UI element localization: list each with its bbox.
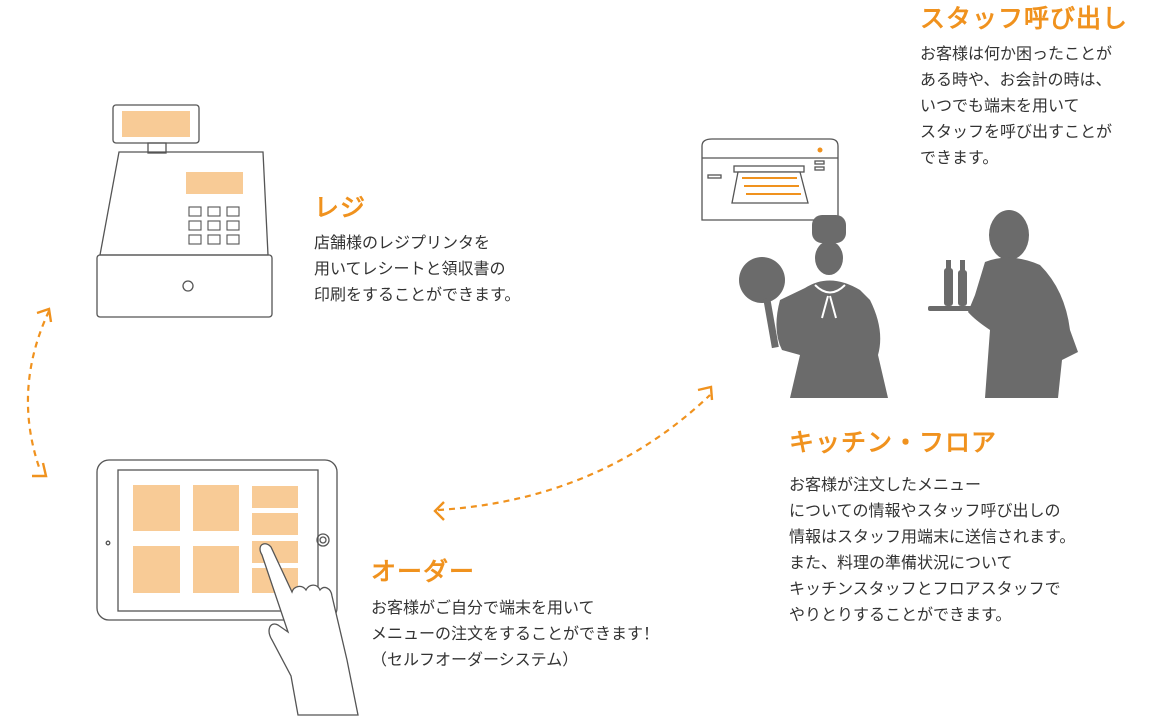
staff-call-line: できます。 xyxy=(920,148,999,167)
kitchen-floor-title: キッチン・フロア xyxy=(789,428,998,457)
staff-call-line: いつでも端末を用いて xyxy=(920,96,1080,115)
staff-call-line: お客様は何か困ったことが xyxy=(920,44,1113,63)
arrow-order-kitchen xyxy=(437,394,711,512)
chef-scarf xyxy=(814,284,846,319)
staff-call-title: スタッフ呼び出し xyxy=(920,4,1129,33)
register-line: 印刷をすることができます。 xyxy=(314,285,521,304)
register-line: 店舗様のレジプリンタを xyxy=(314,233,491,252)
order-title: オーダー xyxy=(371,557,476,586)
kitchen-floor-line: についての情報やスタッフ呼び出しの xyxy=(789,501,1061,520)
order-line: （セルフオーダーシステム） xyxy=(371,650,579,669)
arrowhead-up-left xyxy=(36,307,53,323)
kitchen-floor-description: お客様が注文したメニュー についての情報やスタッフ呼び出しの 情報はスタッフ用端… xyxy=(789,472,1075,628)
register-title: レジ xyxy=(314,193,367,222)
arrow-register-order xyxy=(26,310,50,471)
order-description: お客様がご自分で端末を用いて メニューの注文をすることができます！ （セルフオー… xyxy=(371,595,659,673)
register-line: 用いてレシートと領収書の xyxy=(314,259,506,278)
cash-register-icon xyxy=(96,104,273,318)
kitchen-floor-line: 情報はスタッフ用端末に送信されます。 xyxy=(789,527,1076,546)
register-description: 店舗様のレジプリンタを 用いてレシートと領収書の 印刷をすることができます。 xyxy=(314,230,520,308)
kitchen-floor-line: やりとりすることができます。 xyxy=(789,605,1012,624)
arrowhead-left xyxy=(433,501,445,521)
kitchen-floor-line: また、料理の準備状況について xyxy=(789,553,1013,572)
staff-call-line: ある時や、お会計の時は、 xyxy=(920,70,1112,89)
arrowhead-up-right xyxy=(697,385,714,401)
tablet-icon xyxy=(96,459,338,621)
hand-icon xyxy=(259,543,359,716)
order-line: メニューの注文をすることができます！ xyxy=(371,624,660,643)
waiter-silhouette-icon xyxy=(928,210,1078,398)
staff-call-description: お客様は何か困ったことが ある時や、お会計の時は、 いつでも端末を用いて スタッ… xyxy=(920,41,1112,171)
printer-icon xyxy=(701,138,839,221)
kitchen-floor-line: キッチンスタッフとフロアスタッフで xyxy=(789,579,1061,598)
kitchen-floor-line: お客様が注文したメニュー xyxy=(789,475,982,494)
chef-silhouette-icon xyxy=(739,215,888,398)
arrowhead-down-left xyxy=(32,462,48,478)
staff-call-line: スタッフを呼び出すことが xyxy=(920,122,1113,141)
order-line: お客様がご自分で端末を用いて xyxy=(371,598,595,617)
